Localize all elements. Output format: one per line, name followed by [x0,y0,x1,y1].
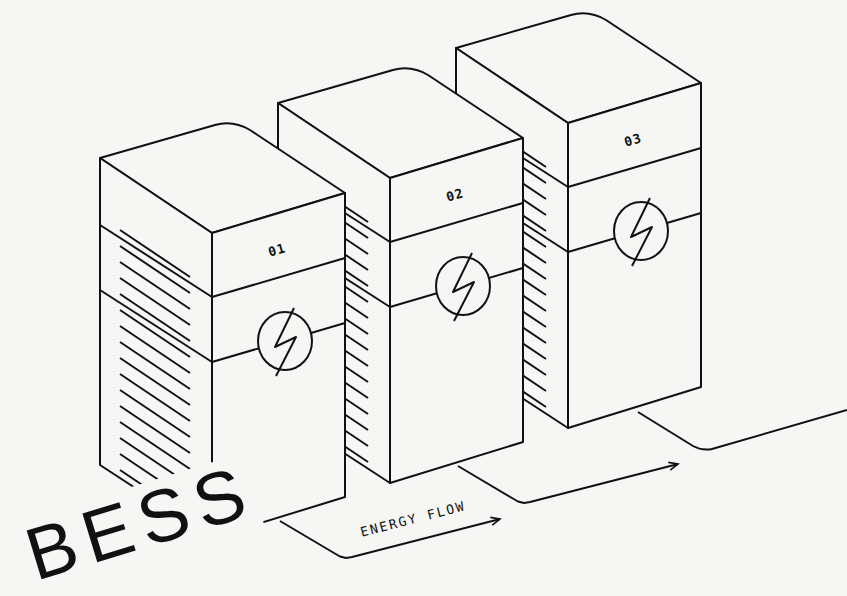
vent-slat [298,399,368,446]
vent-slat [298,287,368,334]
vent-slat [476,248,546,295]
vent-slat [298,303,368,350]
panel-seam [278,170,390,242]
vent-slat [298,415,368,462]
power-icon [436,257,490,315]
vent-slat [298,351,368,398]
panel-seam [100,290,212,362]
vent-slat [298,335,368,382]
vent-slat [298,383,368,430]
vent-slat [476,120,546,167]
cabinet-side [278,103,390,483]
vent-slat [298,239,368,286]
vent-slat [298,191,368,238]
flow-label: ENERGY FLOW [357,497,469,539]
vent-slat [298,367,368,414]
vent-slat [476,312,546,359]
vent-slat [298,223,368,270]
panel-seam [390,203,523,242]
vent-slat [476,184,546,231]
cabinet-side [456,48,568,428]
vent-slat [298,175,368,222]
vent-slat [476,280,546,327]
bolt-symbol [275,308,296,376]
vent-slat [298,271,368,318]
panel-seam [212,258,345,297]
panel-seam [456,115,568,187]
vent-slat [298,207,368,254]
vent-slat [476,264,546,311]
panel-seam [456,180,568,252]
vent-slat [476,328,546,375]
panel-seam [100,225,212,297]
vent-slat [476,216,546,263]
vent-slat [476,200,546,247]
vent-slat [476,344,546,391]
vent-slat [476,168,546,215]
cabinet-front [568,83,701,428]
bolt-symbol [453,253,474,321]
vent-slat [476,296,546,343]
energy-connector [458,464,678,503]
outgoing-wire [638,410,847,450]
vent-slat [476,152,546,199]
vent-slat [476,136,546,183]
vent-slat [476,232,546,279]
title-mark: BESS [16,453,265,593]
bolt-symbol [631,198,652,266]
vent-slat [298,319,368,366]
vent-slat [298,255,368,302]
power-icon [258,312,312,370]
panel-seam [568,148,701,187]
power-icon [614,202,668,260]
panel-seam [278,235,390,307]
vent-slat [476,360,546,407]
cabinet-front [390,138,523,483]
